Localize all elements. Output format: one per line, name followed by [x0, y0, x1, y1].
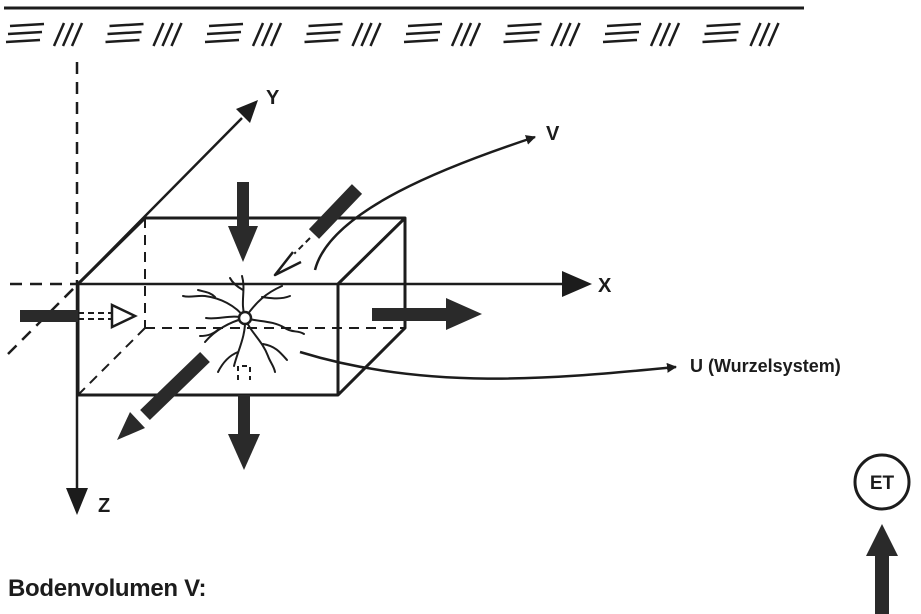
et-label: ET [870, 473, 895, 494]
evapotranspiration: ET [853, 453, 911, 614]
outflow-bottom-arrow [228, 365, 260, 470]
z-axis-arrowhead [66, 488, 88, 515]
flux-arrows [20, 182, 482, 470]
ground-surface [4, 6, 804, 47]
root-system-curve: U (Wurzelsystem) [299, 350, 841, 380]
x-axis: X [10, 271, 612, 297]
root-system-label: U (Wurzelsystem) [690, 356, 841, 376]
inflow-left-arrow [20, 303, 138, 329]
y-axis-arrowhead [236, 100, 258, 123]
ground-hatching [5, 22, 780, 47]
inflow-back-arrow [273, 184, 363, 277]
x-axis-label: X [598, 275, 612, 297]
et-circle [853, 453, 911, 511]
inflow-top-arrow [228, 182, 258, 262]
caption: Bodenvolumen V: [8, 575, 207, 602]
x-axis-arrowhead [562, 271, 592, 297]
soil-volume-box [76, 216, 407, 397]
outflow-front-arrow [117, 351, 210, 440]
z-axis-label: Z [98, 495, 110, 517]
y-axis-label: Y [266, 87, 280, 109]
volume-label: V [546, 123, 560, 145]
volume-curve: V [313, 123, 560, 271]
et-upward-arrow [866, 524, 898, 614]
outflow-right-arrow [372, 298, 482, 330]
root-system [182, 275, 305, 373]
